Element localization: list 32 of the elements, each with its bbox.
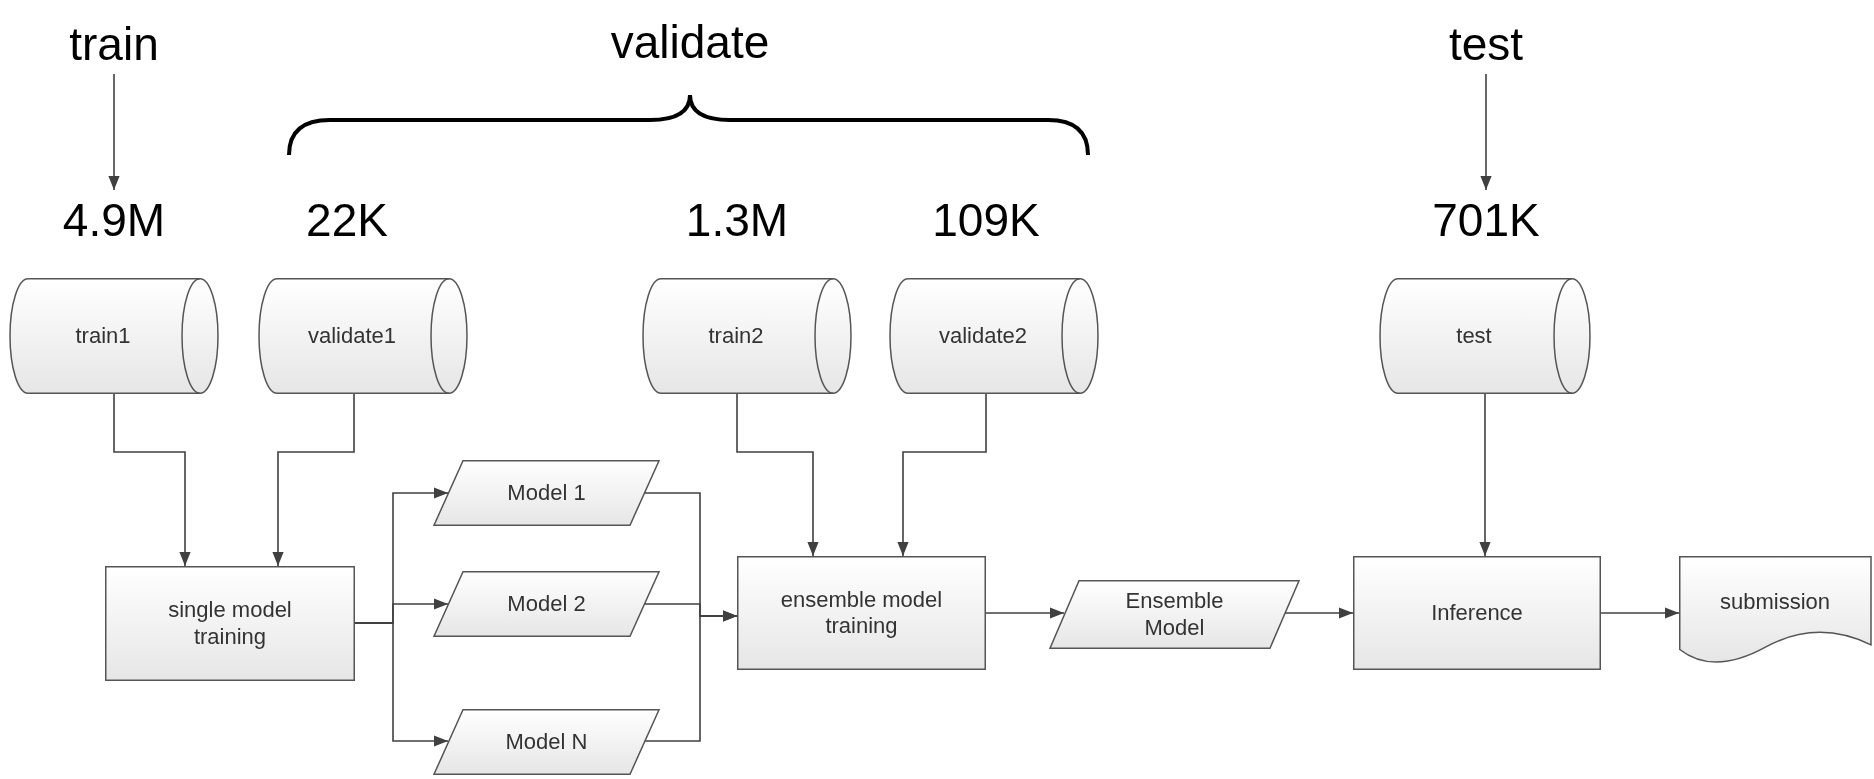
process-box: ensemble model training (737, 556, 986, 670)
arrow (897, 393, 987, 557)
arrow (354, 622, 449, 747)
arrow (272, 393, 355, 567)
count-label: 1.3M (684, 193, 790, 248)
process-box: Inference (1353, 556, 1601, 670)
database-cylinder: validate1 (259, 278, 467, 394)
process-box: single model training (105, 566, 355, 681)
count-label: 701K (1426, 190, 1546, 250)
arrow (113, 393, 191, 567)
arrow (985, 607, 1065, 619)
arrow (644, 610, 738, 742)
set-label: train (64, 14, 164, 74)
arrow (108, 73, 120, 191)
data-parallelogram: Model 1 (433, 460, 660, 526)
count-label: 4.9M (54, 190, 174, 250)
data-parallelogram: Model N (433, 709, 660, 775)
arrow (736, 393, 819, 557)
arrow (1600, 607, 1680, 619)
data-parallelogram: Ensemble Model (1049, 580, 1300, 649)
database-cylinder: train1 (10, 278, 218, 394)
database-cylinder: train2 (643, 278, 851, 394)
set-label: validate (610, 15, 770, 70)
set-label: test (1436, 14, 1536, 74)
count-label: 22K (305, 193, 389, 248)
arrow (1284, 607, 1354, 619)
database-cylinder: validate2 (890, 278, 1098, 394)
arrow (1479, 393, 1491, 557)
arrow (1480, 73, 1492, 191)
count-label: 109K (931, 193, 1041, 248)
database-cylinder: test (1380, 278, 1590, 394)
data-parallelogram: Model 2 (433, 571, 660, 637)
